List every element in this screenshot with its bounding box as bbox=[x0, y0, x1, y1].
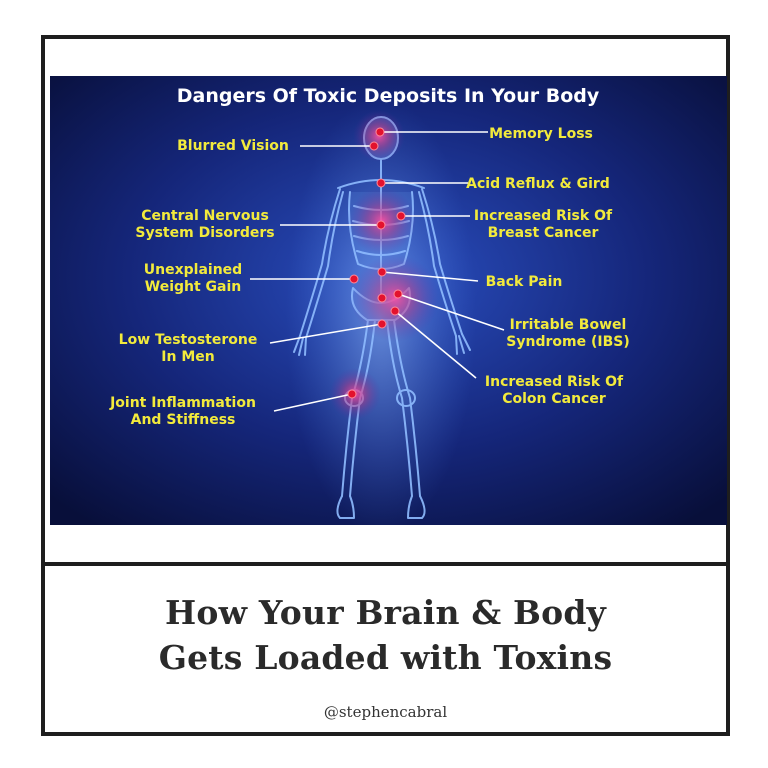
connector-lines bbox=[250, 131, 505, 412]
label-testosterone-line1: Low Testosterone bbox=[119, 332, 258, 348]
hotspot-joint bbox=[347, 389, 357, 399]
hotspot-central-nervous bbox=[376, 220, 386, 230]
social-handle: @stephencabral bbox=[323, 703, 448, 721]
body-diagram: Dangers Of Toxic Deposits In Your Body bbox=[50, 76, 727, 525]
label-breast-cancer-line1: Increased Risk Of bbox=[474, 208, 613, 224]
label-acid-reflux: Acid Reflux & Gird bbox=[466, 176, 610, 192]
label-colon-cancer-line1: Increased Risk Of bbox=[485, 374, 624, 390]
label-central-nervous-line1: Central Nervous bbox=[141, 208, 269, 224]
label-ibs-line1: Irritable Bowel bbox=[510, 317, 627, 333]
label-ibs-line2: Syndrome (IBS) bbox=[506, 334, 629, 350]
caption-line-1: How Your Brain & Body bbox=[165, 593, 606, 632]
caption-line-2: Gets Loaded with Toxins bbox=[158, 638, 613, 677]
label-blurred-vision: Blurred Vision bbox=[177, 138, 289, 154]
hotspot-ibs-b bbox=[393, 289, 403, 299]
label-back-pain: Back Pain bbox=[486, 274, 563, 290]
label-weight-gain-line1: Unexplained bbox=[144, 262, 242, 278]
hotspot-colon-cancer bbox=[390, 306, 400, 316]
infographic-panel: Dangers Of Toxic Deposits In Your Body bbox=[50, 76, 727, 525]
label-joint-line1: Joint Inflammation bbox=[109, 395, 256, 411]
hotspot-back-pain bbox=[377, 267, 387, 277]
hotspot-weight-gain bbox=[349, 274, 359, 284]
hotspot-blurred-vision bbox=[369, 141, 379, 151]
hotspot-acid-reflux bbox=[376, 178, 386, 188]
label-memory-loss: Memory Loss bbox=[489, 126, 593, 142]
label-central-nervous-line2: System Disorders bbox=[135, 225, 274, 241]
section-divider bbox=[45, 562, 726, 566]
hotspot-dots bbox=[347, 127, 406, 399]
label-breast-cancer-line2: Breast Cancer bbox=[488, 225, 599, 241]
hotspot-memory-loss bbox=[375, 127, 385, 137]
label-testosterone-line2: In Men bbox=[161, 349, 214, 365]
label-joint-line2: And Stiffness bbox=[131, 412, 236, 428]
label-weight-gain-line2: Weight Gain bbox=[145, 279, 242, 295]
labels-right: Memory Loss Acid Reflux & Gird Increased… bbox=[466, 126, 630, 407]
hotspot-testosterone bbox=[377, 319, 387, 329]
infographic-title: Dangers Of Toxic Deposits In Your Body bbox=[177, 85, 600, 107]
labels-left: Blurred Vision Central Nervous System Di… bbox=[109, 138, 289, 428]
hotspot-breast-cancer bbox=[396, 211, 406, 221]
hotspot-ibs-a bbox=[377, 293, 387, 303]
label-colon-cancer-line2: Colon Cancer bbox=[502, 391, 606, 407]
